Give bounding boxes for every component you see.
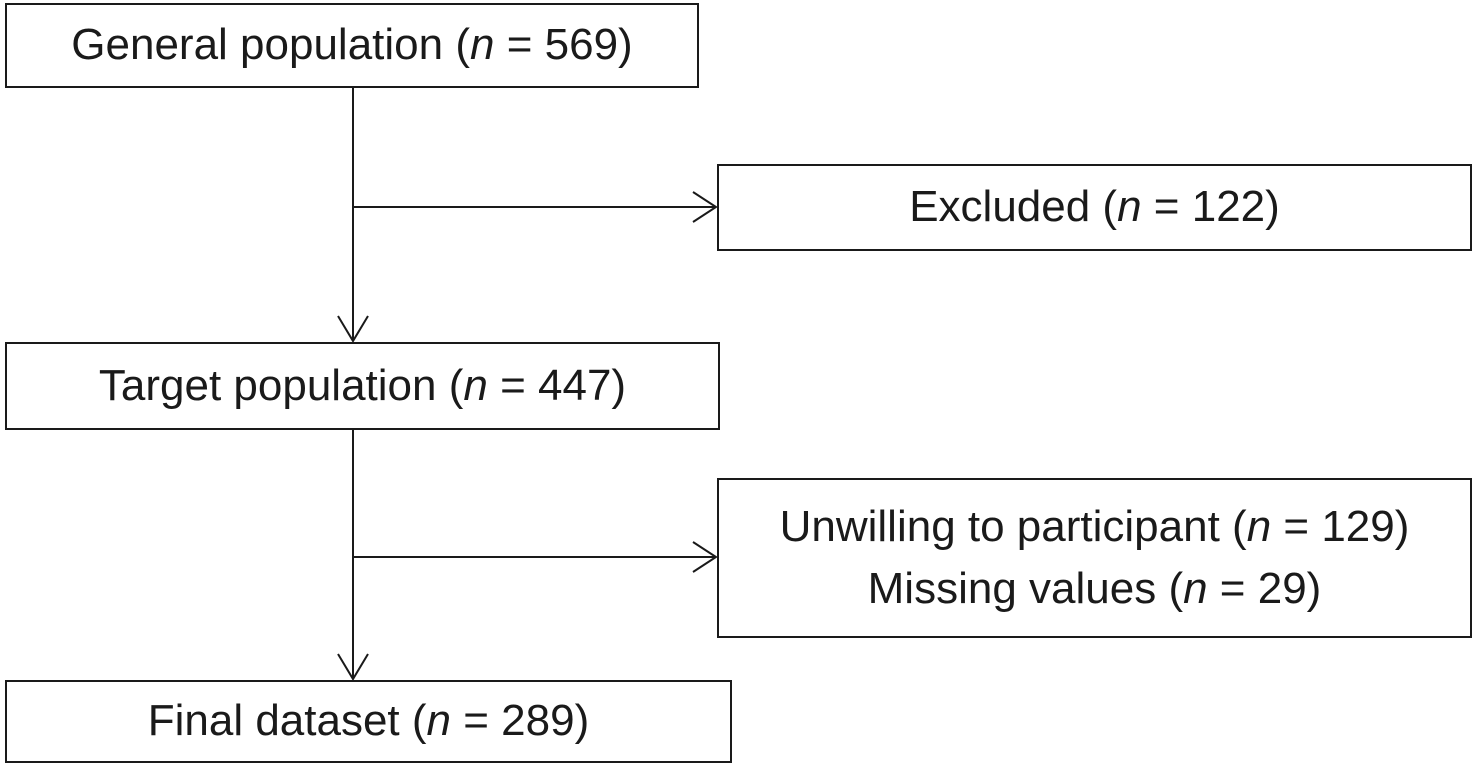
node-unwilling-value: = 129) xyxy=(1271,501,1410,551)
node-final-label: Final dataset ( xyxy=(147,696,427,746)
node-final-dataset: Final dataset (n = 289) xyxy=(5,680,732,763)
node-final-n-symbol: n xyxy=(426,696,452,746)
arrowhead-target xyxy=(337,315,369,343)
arrowhead-excluded xyxy=(692,191,718,223)
node-target-n-symbol: n xyxy=(463,360,488,410)
node-general-text: General population (n = 569) xyxy=(71,14,632,76)
node-unwilling-missing: Unwilling to participant (n = 129) Missi… xyxy=(717,478,1472,638)
node-target-label: Target population ( xyxy=(98,360,464,410)
node-final-text: Final dataset (n = 289) xyxy=(148,690,590,752)
node-unwilling-text: Unwilling to participant (n = 129) xyxy=(780,496,1410,558)
node-general-value: = 569) xyxy=(494,20,633,70)
node-missing-value: = 29) xyxy=(1207,564,1322,613)
node-unwilling-n-symbol: n xyxy=(1246,501,1272,551)
node-excluded-label: Excluded ( xyxy=(909,182,1118,232)
node-unwilling-label: Unwilling to participant ( xyxy=(779,501,1247,551)
node-general-label: General population ( xyxy=(71,20,470,70)
node-general-n-symbol: n xyxy=(470,20,495,70)
node-target-value: = 447) xyxy=(487,360,627,410)
node-excluded: Excluded (n = 122) xyxy=(717,164,1472,251)
node-target-text: Target population (n = 447) xyxy=(99,355,626,417)
node-excluded-text: Excluded (n = 122) xyxy=(909,176,1280,238)
arrowhead-unwilling xyxy=(692,541,718,573)
arrowhead-final xyxy=(337,653,369,681)
node-missing-label: Missing values ( xyxy=(867,564,1184,613)
node-excluded-value: = 122) xyxy=(1141,182,1280,232)
node-missing-text: Missing values (n = 29) xyxy=(868,558,1322,620)
node-missing-n-symbol: n xyxy=(1183,564,1208,613)
node-target-population: Target population (n = 447) xyxy=(5,342,720,430)
node-general-population: General population (n = 569) xyxy=(5,3,699,88)
node-final-value: = 289) xyxy=(451,696,590,746)
node-excluded-n-symbol: n xyxy=(1117,182,1142,232)
